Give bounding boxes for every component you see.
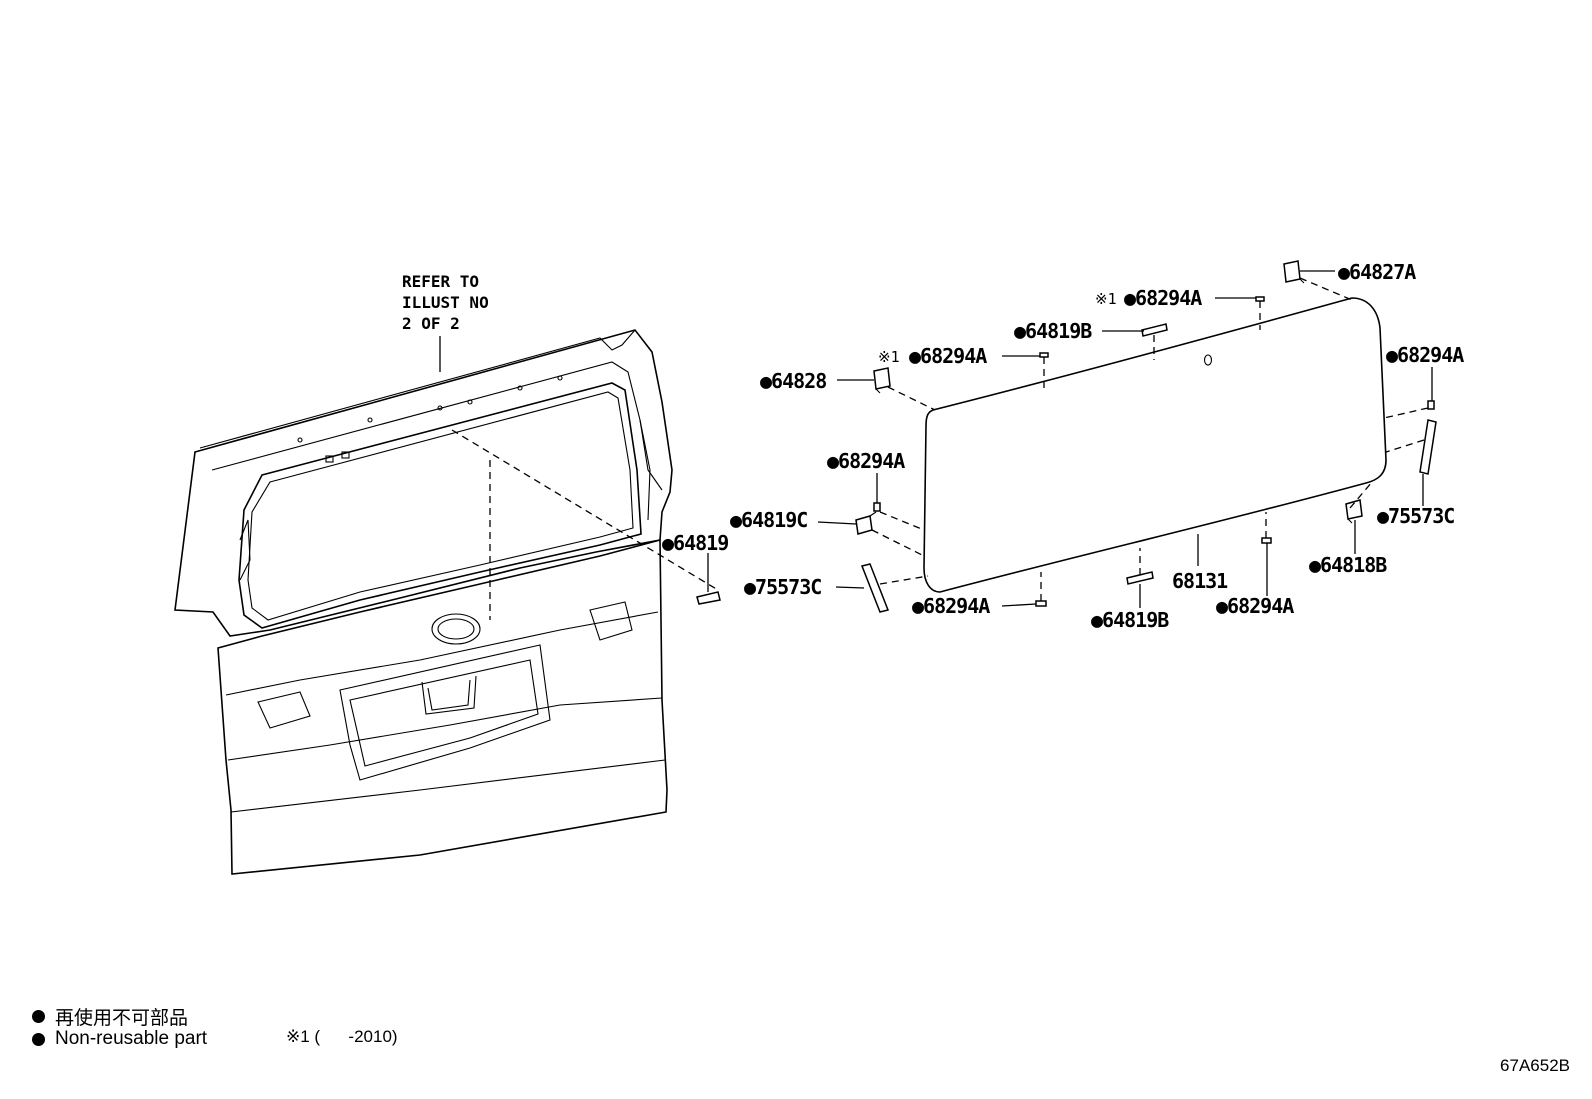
- label-75573C-left: ●75573C: [744, 575, 821, 599]
- label-64819C: ●64819C: [730, 508, 807, 532]
- back-door-glass: [923, 297, 1387, 593]
- label-68294A-left-mark: ※1: [878, 348, 900, 366]
- leader-lines: [707, 270, 1433, 608]
- clip-64828: [873, 367, 891, 394]
- part-labels: ●64827A ※1 ●68294A ●64819B ※1 ●68294A ●6…: [662, 260, 1465, 632]
- label-68131: 68131: [1172, 569, 1228, 593]
- dashed-location-lines: [451, 277, 1429, 620]
- label-64819: ●64819: [662, 531, 728, 555]
- refer-note-line-3: 2 OF 2: [402, 314, 460, 333]
- stopper-64819B-bottom: [1126, 571, 1154, 585]
- legend-english: Non-reusable part: [32, 1028, 207, 1050]
- spacer-68294A-left: [1039, 352, 1049, 358]
- refer-note-line-1: REFER TO: [402, 272, 479, 291]
- stopper-64819: [696, 591, 721, 605]
- bullet-icon: [32, 1032, 45, 1046]
- label-64827A: ●64827A: [1338, 260, 1416, 284]
- refer-note-line-2: ILLUST NO: [402, 293, 489, 312]
- label-68294A-top: ●68294A: [1124, 286, 1202, 310]
- label-75573C-right: ●75573C: [1377, 504, 1454, 528]
- stopper-64819B-top: [1141, 323, 1168, 337]
- label-68294A-side: ●68294A: [827, 449, 905, 473]
- glass-hole-mark: [1203, 354, 1213, 366]
- label-68294A-top-mark: ※1: [1095, 290, 1117, 308]
- spacer-68294A-right: [1427, 400, 1435, 410]
- clip-64827A: [1283, 260, 1305, 284]
- legend-english-text: Non-reusable part: [55, 1028, 208, 1049]
- clip-64818B: [1345, 499, 1363, 524]
- spacer-68294A-side: [873, 502, 881, 512]
- label-64818B: ●64818B: [1309, 553, 1387, 577]
- diagram-code: 67A652B: [1500, 1056, 1570, 1075]
- label-64819B-bottom: ●64819B: [1091, 608, 1169, 632]
- legend-japanese-text: 再使用不可部品: [55, 1008, 189, 1029]
- spacer-68294A-top: [1255, 296, 1265, 302]
- label-64819B-top: ●64819B: [1014, 319, 1092, 343]
- dam-75573C-right: [1419, 419, 1437, 475]
- label-68294A-right: ●68294A: [1386, 343, 1464, 367]
- legend-remark: ※1 ( -2010): [286, 1027, 398, 1046]
- spacer-68294A-bottom-left: [1035, 600, 1047, 607]
- spacer-68294A-bottom-right: [1261, 537, 1272, 544]
- refer-note: REFER TO ILLUST NO 2 OF 2: [402, 272, 489, 333]
- legend-japanese: 再使用不可部品: [32, 1003, 188, 1030]
- bullet-icon: [32, 1010, 45, 1023]
- label-64828: ●64828: [760, 369, 826, 393]
- label-68294A-bottom-right: ●68294A: [1216, 594, 1294, 618]
- label-68294A-bottom-left: ●68294A: [912, 594, 990, 618]
- dam-75573C-left: [860, 563, 890, 613]
- back-door-panel: [174, 329, 673, 875]
- label-68294A-left: ●68294A: [909, 344, 987, 368]
